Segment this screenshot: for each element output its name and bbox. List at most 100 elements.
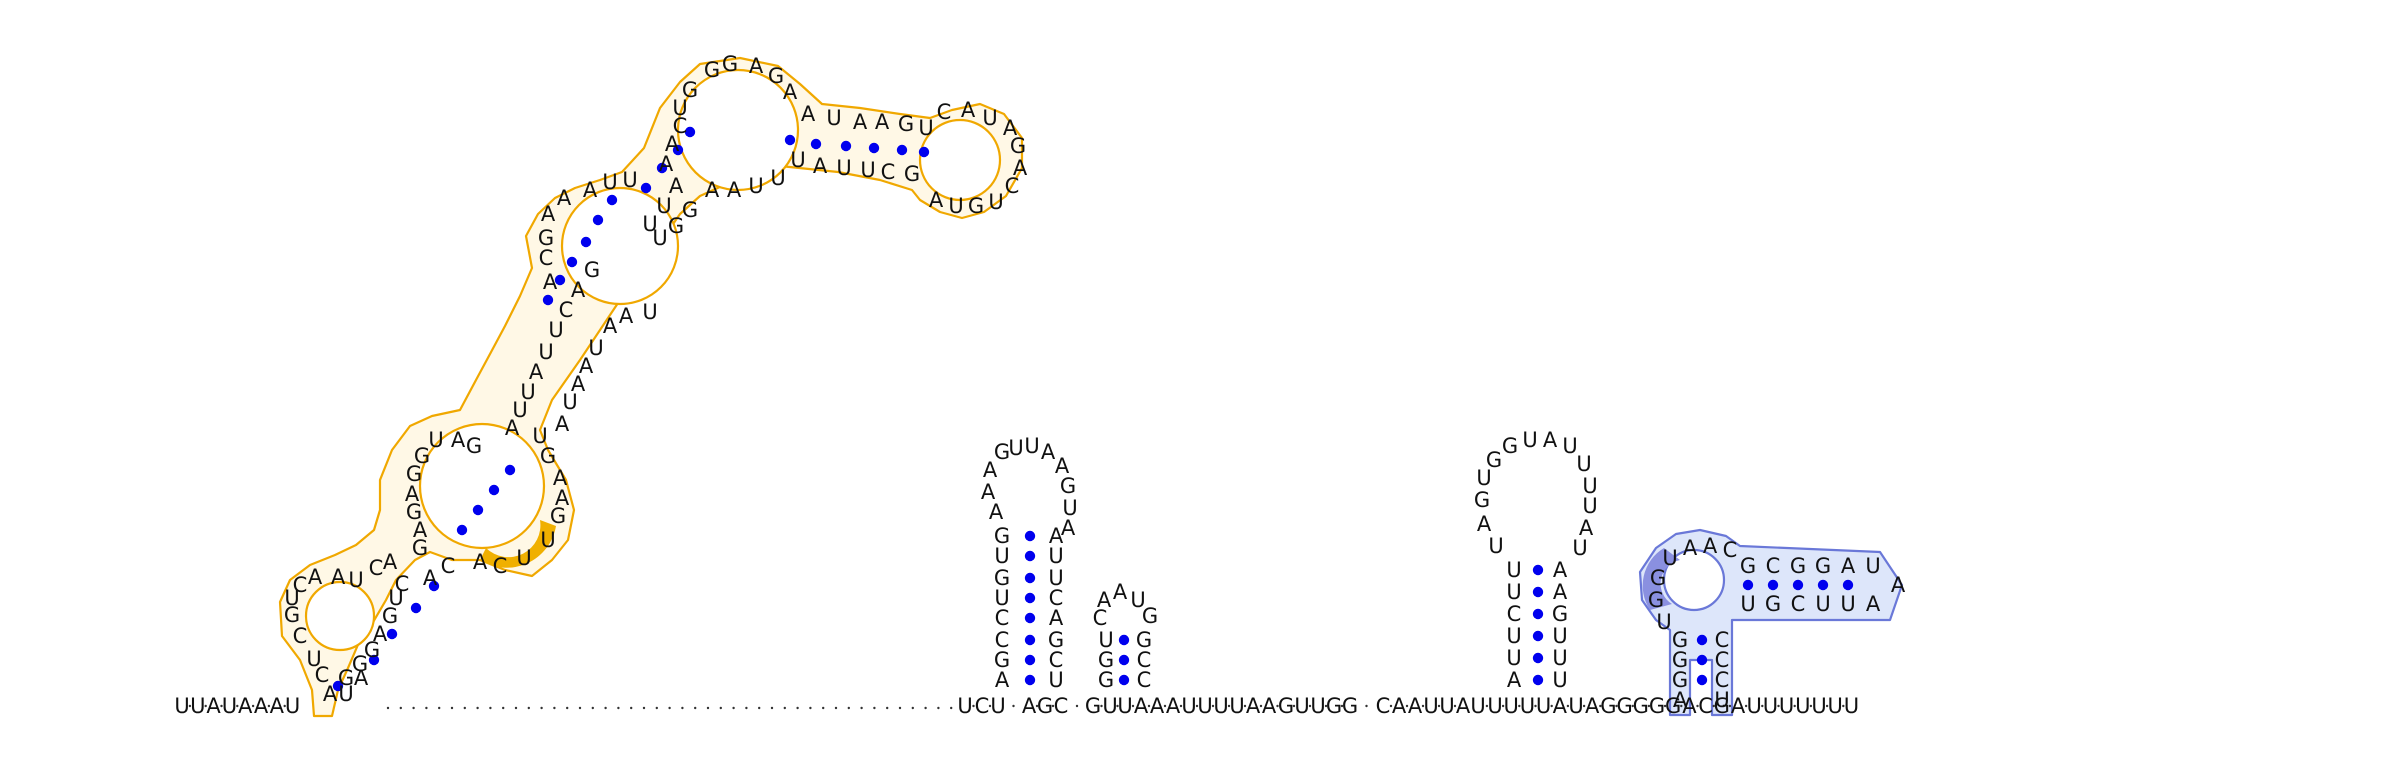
hairpin-loop-nt: U [1488,534,1503,558]
backbone-tick [1663,704,1667,708]
base-pair-dot [542,294,554,306]
backbone-tick [972,704,975,708]
orange-structure-nt: G [898,112,914,136]
baseline-nt: G [1649,694,1665,718]
backbone-tick [1075,704,1079,708]
orange-structure-nt: U [770,166,785,190]
orange-structure-nt: A [961,98,976,122]
backbone-tick [1647,704,1651,708]
baseline-nt: U [1181,694,1196,718]
nucleotide: U [1815,592,1830,616]
baseline-nt: U [1229,694,1244,718]
base-pair-dot [606,194,618,206]
orange-structure-nt: G [538,226,554,250]
base-pair-dots [332,126,1854,692]
base-pair-dot [1024,634,1036,646]
backbone-tick [655,706,658,710]
nucleotide: C [1715,668,1730,692]
orange-structure-nt: A [579,354,594,378]
baseline-nt: G [1714,694,1730,718]
base-pair-dot [1696,674,1708,686]
backbone-tick [1100,704,1103,708]
hairpin-loop-nt: A [1543,428,1558,452]
base-pair-dot [656,162,668,174]
orange-structure-nt: A [583,178,598,202]
base-pair-dot [918,146,930,158]
backbone-tick [1631,704,1634,708]
nucleotide: U [1048,544,1063,568]
baseline-nt: G [1616,694,1632,718]
baseline-nt: U [1423,694,1438,718]
orange-structure-nt: A [553,466,568,490]
base-pair-dot [1118,674,1130,686]
orange-highlight-region [278,56,1024,718]
nucleotide: U [1552,668,1567,692]
orange-structure-nt: U [672,96,687,120]
base-pair-dot [1792,579,1804,591]
orange-structure-nt: A [929,188,944,212]
backbone-tick [1501,704,1505,708]
base-pair-dot [810,138,822,150]
baseline-nt: U [174,694,189,718]
backbone-tick [236,704,239,708]
backbone-tick [399,706,402,710]
orange-structure-nt: G [550,504,566,528]
baseline-nt: G [1665,694,1681,718]
baseline-nt: U [957,694,972,718]
orange-structure-nt: U [602,170,617,194]
baseline-nt: G [1037,694,1053,718]
baseline-nt: A [270,694,285,718]
orange-structure-nt: A [665,132,680,156]
orange-structure-nt: U [656,194,671,218]
nucleotide: U [994,544,1009,568]
baseline-nt: U [1795,694,1810,718]
backbone-tick [1550,704,1553,708]
backbone-tick [898,706,902,710]
backbone-tick [1534,704,1537,708]
nucleotide: C [1049,586,1064,610]
backbone-tick [1259,704,1263,708]
orange-structure-nt: A [473,550,488,574]
base-pair-dot [1024,612,1036,624]
orange-structure-nt: A [1013,156,1028,180]
hairpin-loop-nt: A [1097,588,1112,612]
backbone-tick [886,706,889,710]
orange-structure-nt: G [584,258,600,282]
backbone-tick [604,706,607,710]
base-pair-dot [1696,634,1708,646]
baseline-nt: U [1536,694,1551,718]
base-pair-dot [580,236,592,248]
backbone-tick [1696,704,1699,708]
backbone-tick [566,706,569,710]
nucleotide: U [1506,624,1521,648]
backbone-tick [630,706,633,710]
orange-structure-nt: U [748,174,763,198]
nucleotide: G [1672,668,1688,692]
baseline-nt: A [238,694,253,718]
nucleotide: G [994,648,1010,672]
base-pair-dot [840,140,852,152]
backbone-tick [251,704,255,708]
baseline-nt: A [1392,694,1407,718]
nucleotide: A [1866,592,1881,616]
nucleotide: U [1506,580,1521,604]
backbone-tick [1308,704,1312,708]
baseline-nt: A [254,694,269,718]
baseline-nt: A [1682,694,1697,718]
backbone-tick [1680,704,1683,708]
backbone-tick [553,706,556,710]
orange-structure-nt: C [937,100,952,124]
orange-structure-nt: C [441,554,456,578]
nucleotide: U [1048,566,1063,590]
orange-structure-nt: G [682,78,698,102]
base-pair-dot [1024,530,1036,542]
nucleotide: A [1507,668,1522,692]
orange-structure-nt: C [539,246,554,270]
backbone-tick [873,706,876,710]
backbone-tick [988,704,992,708]
base-pair-dot [368,654,380,666]
orange-structure-nt: G [768,64,784,88]
baseline-nt: U [1844,694,1859,718]
nucleotide: G [1672,628,1688,652]
